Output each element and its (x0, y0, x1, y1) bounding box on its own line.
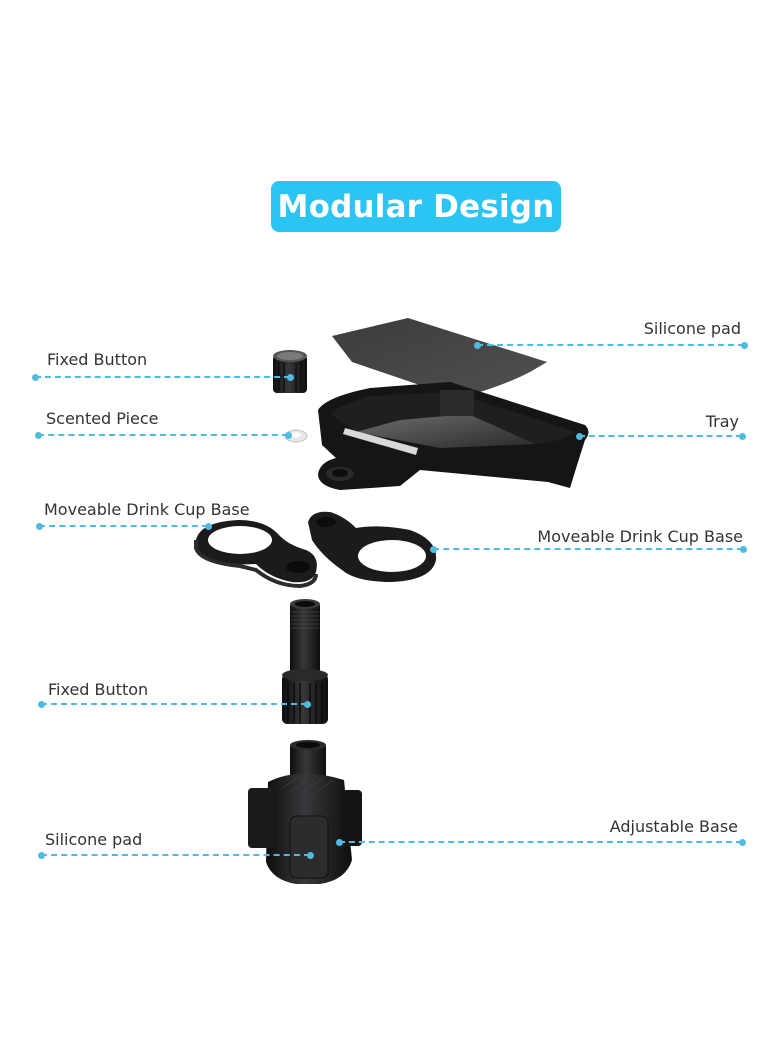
leader-line (38, 434, 288, 436)
moveable-cup-base-right-part-icon (308, 511, 437, 582)
leader-line (339, 841, 742, 843)
leader-line (41, 703, 307, 705)
leader-line (41, 854, 310, 856)
anchor-dot (738, 838, 746, 846)
anchor-dot (284, 431, 292, 439)
modular-design-title-badge: Modular Design (271, 181, 561, 232)
anchor-dot (739, 545, 747, 553)
callout-label: Scented Piece (46, 409, 159, 428)
anchor-dot (37, 851, 45, 859)
callout-label: Fixed Button (47, 350, 148, 369)
callout-label: Moveable Drink Cup Base (537, 527, 743, 546)
anchor-dot (303, 700, 311, 708)
anchor-dot (37, 700, 45, 708)
callout-label: Adjustable Base (609, 817, 738, 836)
anchor-dot (31, 373, 39, 381)
callout-label: Silicone pad (45, 830, 143, 849)
callout-label: Fixed Button (48, 680, 149, 699)
callout-label: Silicone pad (643, 319, 741, 338)
fixed-button-bottom-part-icon (282, 599, 328, 724)
anchor-dot (473, 341, 481, 349)
leader-line (39, 525, 208, 527)
leader-line (433, 548, 743, 550)
anchor-dot (286, 373, 294, 381)
leader-line (477, 344, 744, 346)
anchor-dot (429, 545, 437, 553)
anchor-dot (204, 522, 212, 530)
title-text: Modular Design (277, 188, 555, 225)
anchor-dot (740, 341, 748, 349)
anchor-dot (306, 851, 314, 859)
anchor-dot (34, 431, 42, 439)
callout-label: Moveable Drink Cup Base (44, 500, 250, 519)
tray-part-icon (318, 382, 589, 490)
leader-line (35, 376, 290, 378)
silicone-pad-part-icon (332, 318, 547, 396)
moveable-cup-base-left-part-icon (194, 520, 318, 589)
leader-line (579, 435, 742, 437)
fixed-button-part-icon (273, 350, 307, 393)
anchor-dot (575, 432, 583, 440)
anchor-dot (35, 522, 43, 530)
anchor-dot (335, 838, 343, 846)
adjustable-base-part-icon (248, 740, 362, 884)
callout-label: Tray (705, 412, 739, 431)
anchor-dot (738, 432, 746, 440)
